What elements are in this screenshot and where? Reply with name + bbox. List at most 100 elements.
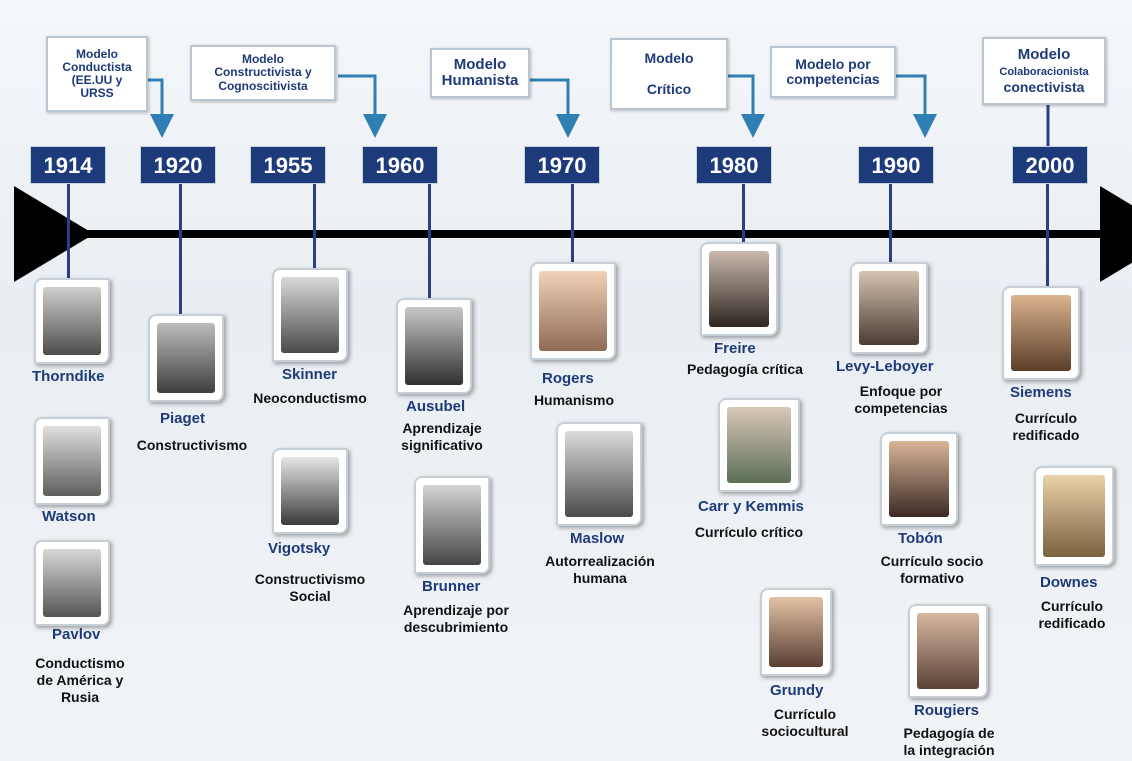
desc-rougiers: Pedagogía de la integración [903, 725, 995, 758]
photo-levy-leboyer [850, 262, 928, 354]
portrait-image [727, 407, 791, 483]
photo-rogers [530, 262, 616, 360]
portrait-image [1011, 295, 1071, 371]
desc-downes: Currículo redificado [1038, 598, 1106, 631]
name-vigotsky: Vigotsky [268, 540, 331, 557]
portrait-image [769, 597, 823, 667]
desc-carr-kemmis: Currículo crítico [694, 524, 804, 540]
stem-1920 [179, 184, 182, 314]
portrait-image [709, 251, 769, 327]
model-colaboracionista-conectivista: conectivista [1003, 78, 1085, 95]
portrait-image [917, 613, 979, 689]
year-1955: 1955 [250, 146, 326, 184]
portrait-image [539, 271, 607, 351]
portrait-image [43, 287, 101, 355]
photo-piaget [148, 314, 224, 402]
name-rougiers: Rougiers [914, 702, 980, 719]
model-arrows [148, 74, 937, 138]
portrait-image [1043, 475, 1105, 557]
model-competencias: Modelo por competencias [770, 46, 896, 98]
photo-tobon [880, 432, 958, 526]
model-constructivista: Modelo Constructivista y Cognoscitivista [190, 45, 336, 101]
name-thorndike: Thorndike [32, 368, 105, 385]
desc-piaget: Constructivismo [136, 437, 248, 453]
portrait-image [889, 441, 949, 517]
model-colaboracionista-title: Modelo [1017, 46, 1071, 63]
name-pavlov: Pavlov [52, 626, 101, 643]
desc-grundy: Currículo sociocultural [761, 706, 849, 739]
portrait-image [43, 549, 101, 617]
photo-pavlov [34, 540, 110, 626]
desc-freire: Pedagogía crítica [687, 361, 803, 377]
year-1990: 1990 [858, 146, 934, 184]
photo-brunner [414, 476, 490, 574]
year-2000: 2000 [1012, 146, 1088, 184]
name-watson: Watson [42, 508, 96, 525]
model-colaboracionista-subtitle: Colaboracionista [999, 65, 1089, 78]
stem-1980 [742, 184, 745, 242]
portrait-image [565, 431, 633, 517]
arrow-conductista [148, 78, 174, 138]
stem-1960 [428, 184, 431, 298]
stem-2000 [1046, 184, 1049, 288]
name-freire: Freire [714, 340, 756, 357]
model-humanista: Modelo Humanista [430, 48, 530, 98]
portrait-image [281, 277, 339, 353]
name-downes: Downes [1040, 574, 1098, 591]
desc-rogers: Humanismo [533, 392, 615, 408]
stem-1955 [313, 184, 316, 268]
name-rogers: Rogers [542, 370, 594, 387]
photo-ausubel [396, 298, 472, 394]
arrow-competencias [896, 74, 937, 138]
name-levy-leboyer: Levy-Leboyer [836, 358, 934, 375]
photo-downes [1034, 466, 1114, 566]
name-tobon: Tobón [898, 530, 943, 547]
photo-vigotsky [272, 448, 348, 534]
photo-skinner [272, 268, 348, 362]
desc-siemens: Currículo redificado [1012, 410, 1080, 443]
desc-pavlov: Conductismo de América y Rusia [35, 655, 125, 705]
name-maslow: Maslow [570, 530, 625, 547]
name-ausubel: Ausubel [406, 398, 466, 415]
year-1920: 1920 [140, 146, 216, 184]
arrow-humanista [530, 78, 580, 138]
photo-grundy [760, 588, 832, 676]
name-carr-kemmis: Carr y Kemmis [698, 498, 804, 515]
stem-1970 [571, 184, 574, 262]
desc-vigotsky: Constructivismo Social [254, 571, 366, 604]
desc-levy-leboyer: Enfoque por competencias [854, 383, 948, 416]
desc-ausubel: Aprendizaje significativo [401, 420, 483, 453]
name-grundy: Grundy [770, 682, 824, 699]
photo-siemens [1002, 286, 1080, 380]
desc-skinner: Neoconductismo [253, 390, 367, 406]
year-1914: 1914 [30, 146, 106, 184]
portrait-image [423, 485, 481, 565]
year-1980: 1980 [696, 146, 772, 184]
model-colaboracionista: Modelo Colaboracionista conectivista [982, 37, 1106, 105]
portrait-image [859, 271, 919, 345]
photo-watson [34, 417, 110, 505]
photo-rougiers [908, 604, 988, 698]
photo-freire [700, 242, 778, 336]
portrait-image [281, 457, 339, 525]
stem-1914 [67, 184, 70, 278]
year-1970: 1970 [524, 146, 600, 184]
desc-brunner: Aprendizaje por descubrimiento [403, 602, 509, 635]
desc-tobon: Currículo socio formativo [880, 553, 984, 586]
photo-thorndike [34, 278, 110, 364]
portrait-image [405, 307, 463, 385]
name-siemens: Siemens [1010, 384, 1072, 401]
desc-maslow: Autorrealización humana [545, 553, 655, 586]
photo-carr-kemmis [718, 398, 800, 492]
model-conductista: Modelo Conductista (EE.UU y URSS [46, 36, 148, 112]
name-brunner: Brunner [422, 578, 481, 595]
portrait-image [157, 323, 215, 393]
name-piaget: Piaget [160, 410, 206, 427]
name-skinner: Skinner [282, 366, 338, 383]
arrow-constructivista [338, 74, 387, 138]
portrait-image [43, 426, 101, 496]
arrow-critico [728, 74, 765, 138]
photo-maslow [556, 422, 642, 526]
year-1960: 1960 [362, 146, 438, 184]
